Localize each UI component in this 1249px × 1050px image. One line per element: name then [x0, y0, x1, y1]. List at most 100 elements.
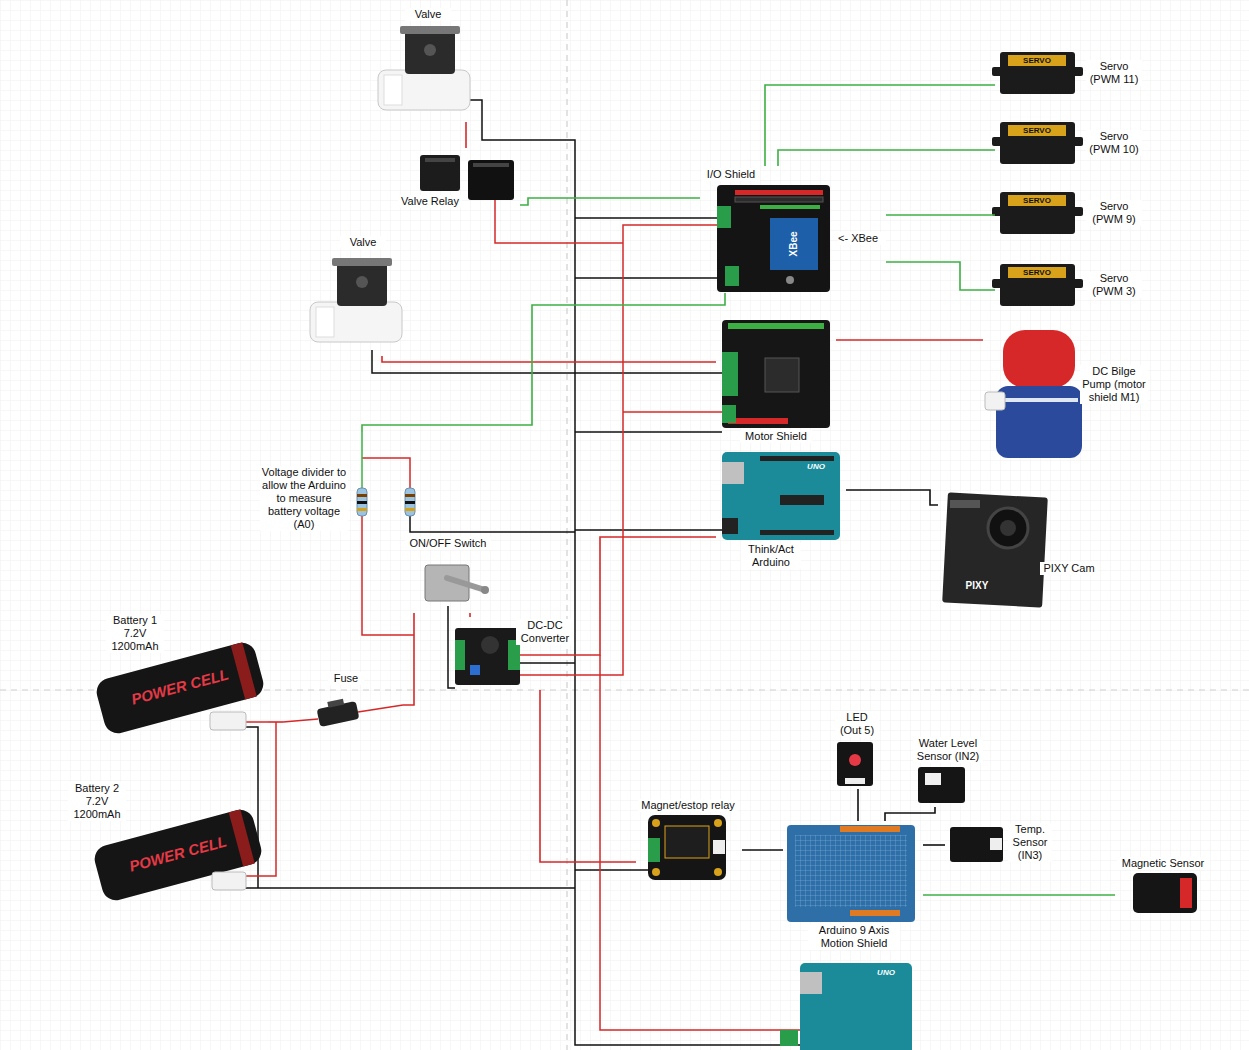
part-marking: SERVO	[1008, 126, 1066, 136]
battery-pack-2-part	[92, 807, 265, 904]
motion-shield-board	[787, 825, 915, 922]
wire	[403, 613, 414, 705]
resistor-symbol-part	[405, 494, 415, 497]
estop-relay-module-part	[652, 868, 660, 876]
io-shield-board-part	[717, 206, 731, 228]
component-block: Valve Relay	[396, 148, 520, 211]
temperature-sensor	[950, 827, 1003, 862]
black-wire-part	[575, 869, 648, 871]
servo-motor-part	[1000, 192, 1075, 234]
pixy-camera-part	[1000, 520, 1016, 536]
part-marking: PIXY	[955, 580, 999, 592]
red-wire-part	[244, 721, 268, 723]
component-block: Temp. Sensor (IN3)	[945, 822, 1055, 866]
component-block: Battery 1 7.2V 1200mAh	[86, 612, 268, 764]
temperature-sensor-part	[950, 827, 1003, 862]
component-block: Servo (PWM 3)	[995, 258, 1147, 318]
black-wire-part	[410, 516, 575, 532]
wire	[520, 198, 700, 205]
relay-module-part	[468, 160, 514, 200]
arduino-board-2	[780, 963, 912, 1050]
relay-module	[420, 155, 514, 200]
pixy-camera	[942, 492, 1048, 607]
wire	[885, 807, 935, 821]
black-wire-part	[246, 887, 575, 889]
red-wire-part	[283, 719, 318, 722]
resistor-symbol-part	[405, 501, 415, 504]
blade-fuse	[317, 699, 360, 727]
component-block: Magnet/estop relay	[636, 797, 742, 885]
estop-relay-module-part	[648, 838, 660, 862]
battery-pack-2-part	[212, 872, 246, 890]
water-level-sensor-part	[918, 767, 965, 803]
wire	[857, 789, 859, 821]
battery-pack	[94, 640, 267, 737]
water-level-sensor	[918, 767, 965, 803]
solenoid-valve	[378, 26, 470, 110]
component-label: Battery 1 7.2V 1200mAh	[106, 614, 164, 653]
component-label: Water Level Sensor (IN2)	[913, 737, 983, 763]
pixy-camera-part	[950, 500, 980, 508]
resistor-symbol-part	[357, 508, 367, 511]
part-marking: POWER CELL	[113, 828, 243, 879]
component-block: DC-DC Converter	[450, 617, 577, 690]
wire	[886, 262, 995, 290]
io-shield-board-part	[760, 205, 820, 209]
resistor-symbol	[357, 488, 415, 516]
wire	[465, 122, 467, 148]
servo-motor-part	[1000, 264, 1075, 306]
wire	[540, 690, 636, 862]
led-module	[837, 742, 873, 786]
component-label: Voltage divider to allow the Arduino to …	[260, 466, 348, 531]
servo-motor-part	[1008, 195, 1066, 206]
wire	[886, 214, 995, 216]
marking-holder: SERVO	[1008, 126, 1066, 136]
magnetic-sensor-part	[1133, 873, 1197, 913]
component-label: Magnetic Sensor	[1117, 857, 1209, 870]
black-wire-part	[575, 529, 722, 531]
estop-relay-module-part	[665, 826, 709, 858]
component-block: Voltage divider to allow the Arduino to …	[256, 432, 418, 534]
toggle-switch-part	[447, 578, 485, 590]
component-block: Fuse	[283, 670, 403, 750]
pixy-camera-part	[942, 492, 1048, 607]
bilge-pump-part	[1000, 398, 1078, 402]
component-label: Fuse	[328, 672, 364, 685]
magnetic-sensor-part	[1180, 878, 1192, 908]
part-marking: POWER CELL	[115, 661, 245, 712]
io-shield-board-part	[725, 266, 739, 286]
solenoid-valve-2	[310, 258, 402, 342]
servo-motor	[992, 52, 1083, 306]
solenoid-valve-2-part	[337, 262, 387, 306]
wire	[836, 339, 983, 341]
dc-dc-converter-board-part	[470, 665, 480, 675]
servo-motor-part	[1008, 125, 1066, 136]
marking-holder: UNO	[798, 462, 834, 472]
resistor-symbol-part	[357, 501, 367, 504]
wire	[923, 844, 945, 846]
servo-motor-part	[1000, 52, 1075, 94]
io-shield-board-part	[735, 190, 823, 195]
battery-pack-part	[231, 642, 257, 699]
resistor-symbol-part	[405, 488, 415, 516]
component-block: Water Level Sensor (IN2)	[911, 735, 989, 807]
motion-shield-board-part	[795, 835, 907, 907]
red-wire-part	[623, 411, 722, 413]
relay-module-part	[473, 163, 509, 167]
red-wire	[244, 200, 800, 1030]
wire	[382, 356, 716, 362]
pixy-camera-part	[988, 508, 1028, 548]
marking-holder: POWER CELL	[115, 661, 245, 712]
solenoid-valve-part	[424, 44, 436, 56]
arduino-board-part	[760, 456, 834, 461]
resistor-symbol-part	[357, 494, 367, 497]
component-label: Arduino 9 Axis Motion Shield	[808, 924, 900, 950]
callout-label: <- XBee	[838, 232, 886, 245]
battery-pack-part	[210, 712, 246, 730]
estop-relay-module-part	[652, 819, 660, 827]
marking-holder: PIXY	[955, 580, 999, 592]
wire	[362, 293, 725, 432]
component-block: ON/OFF Switch	[403, 535, 503, 613]
component-label: Magnet/estop relay	[638, 799, 738, 812]
